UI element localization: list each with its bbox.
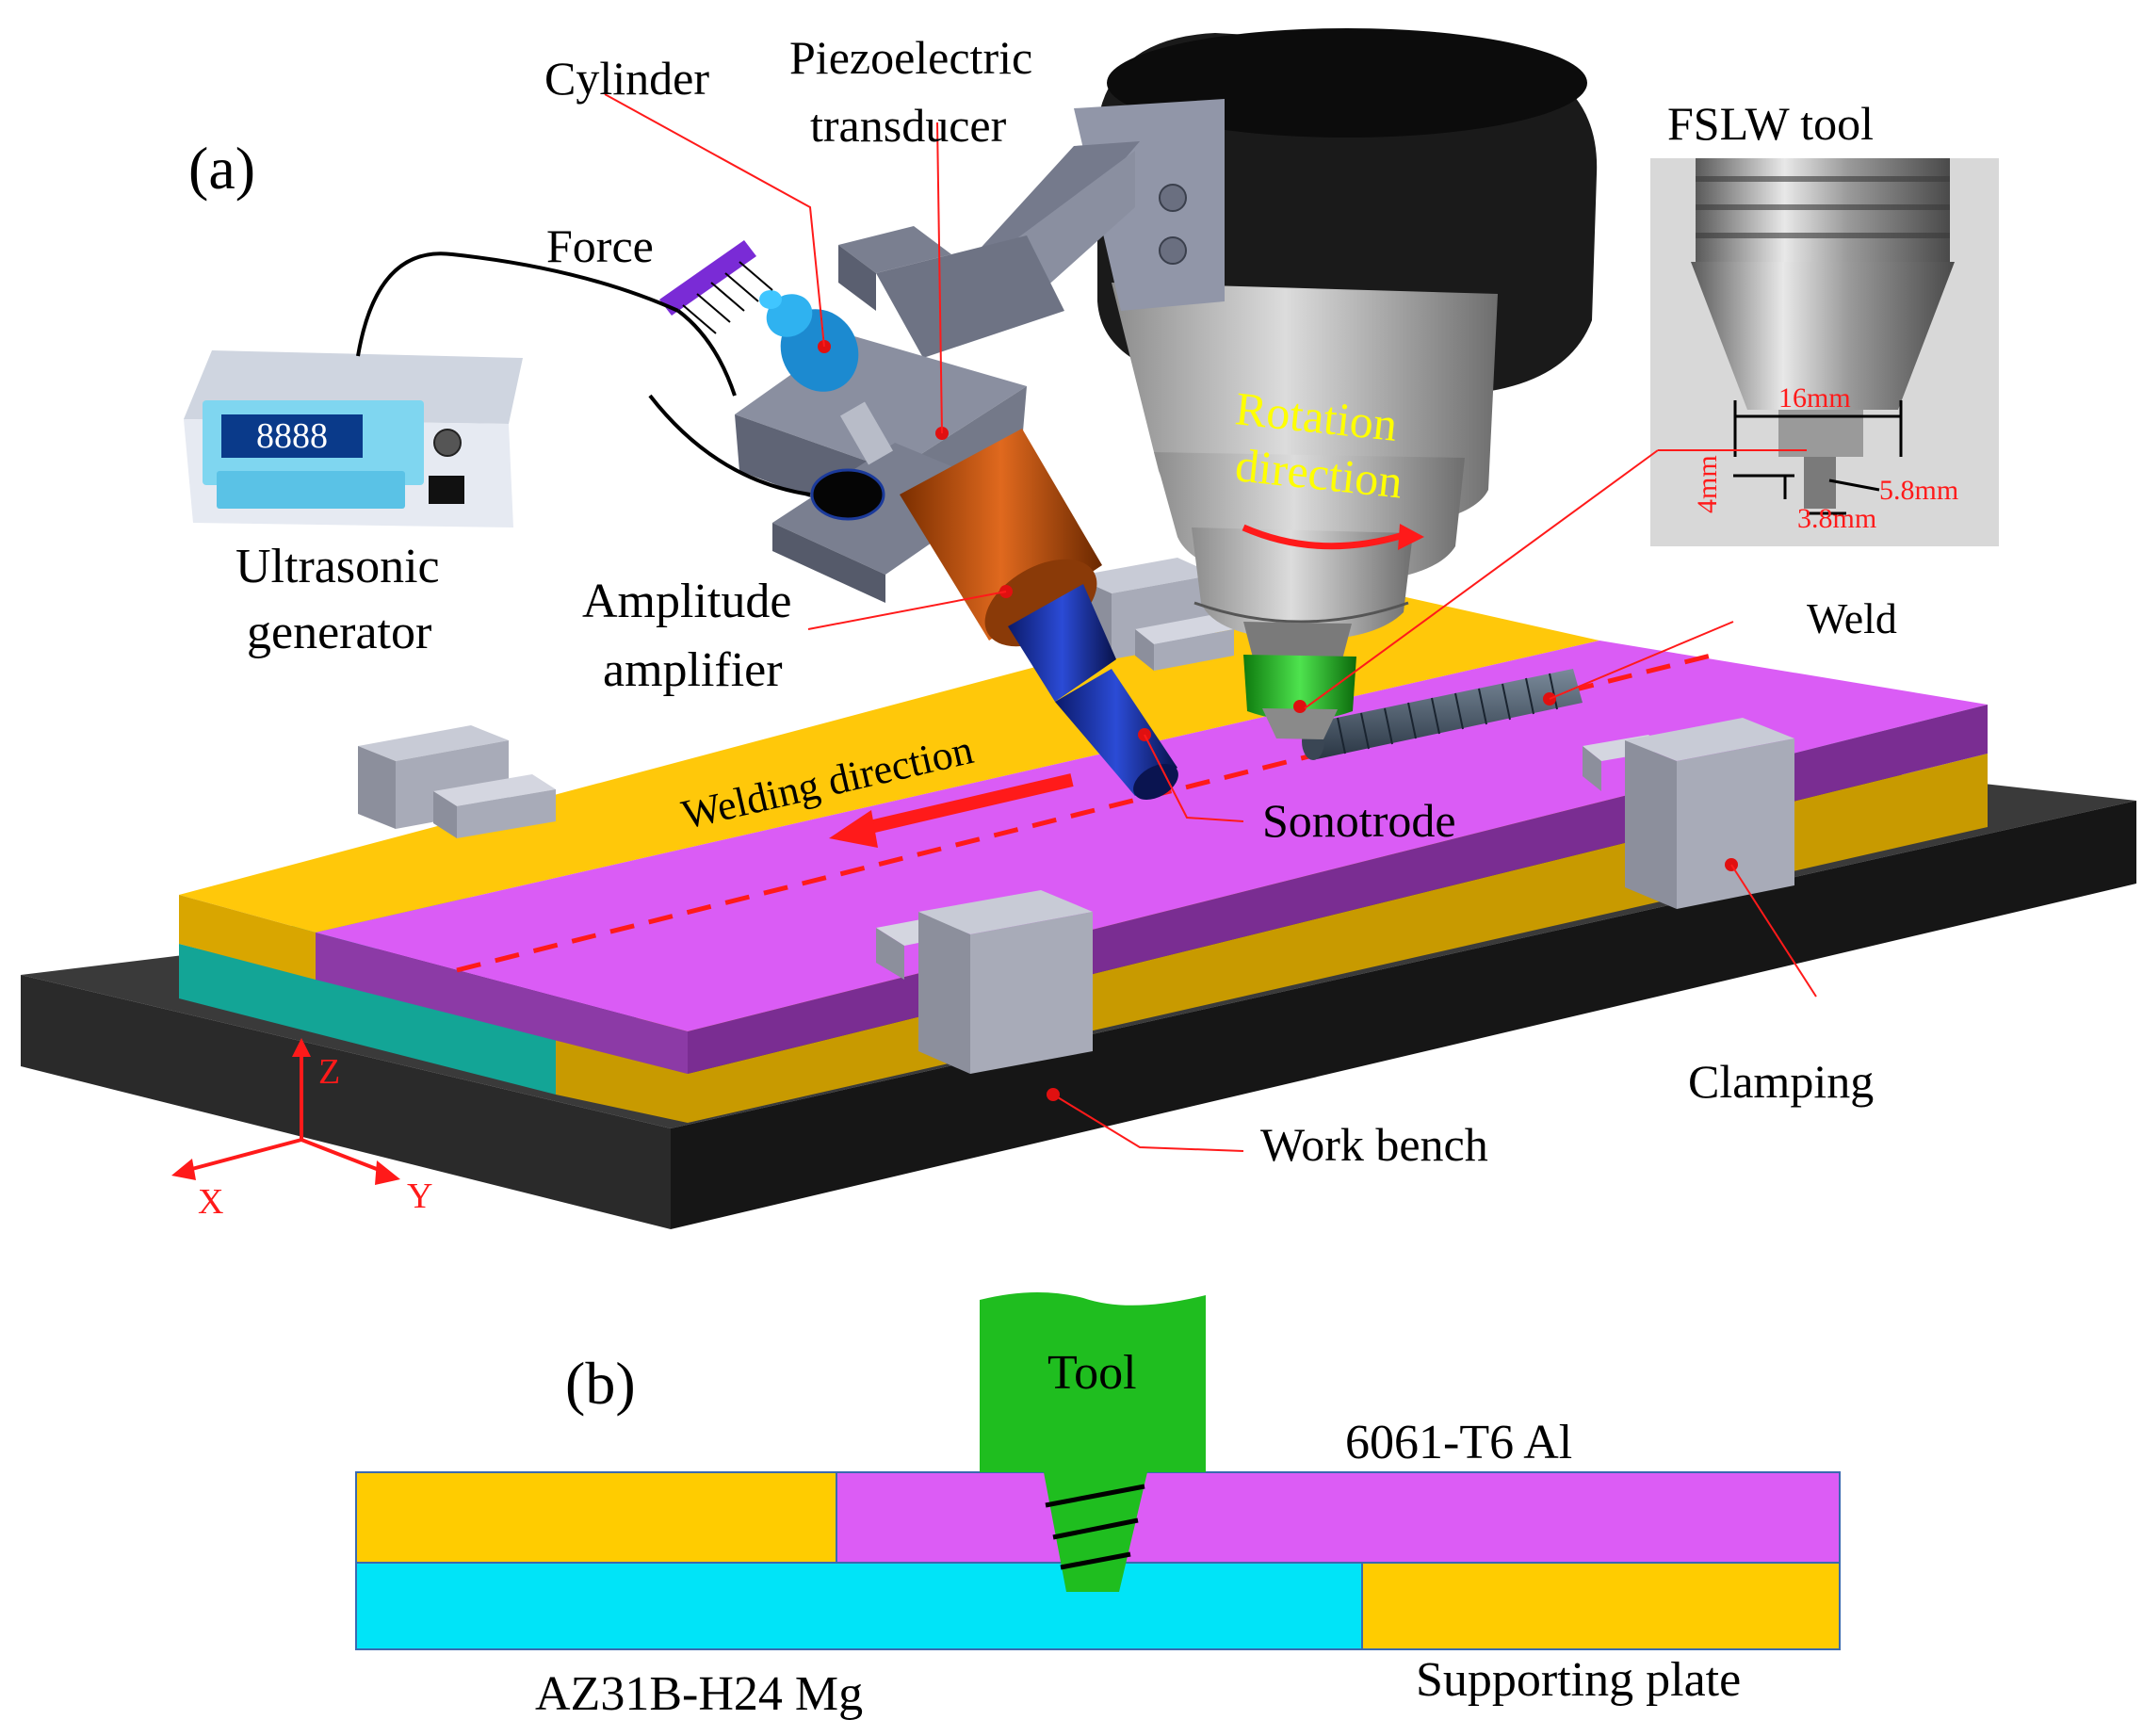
axis-x-label: X bbox=[198, 1182, 223, 1222]
label-weld: Weld bbox=[1807, 594, 1897, 642]
cross-section-tool bbox=[980, 1291, 1206, 1472]
generator-knob[interactable] bbox=[433, 429, 462, 457]
cable-to-transducer bbox=[648, 394, 811, 496]
label-tool: Tool bbox=[1047, 1346, 1137, 1400]
label-clamping: Clamping bbox=[1688, 1055, 1874, 1108]
label-amplitude: Amplitude bbox=[582, 575, 791, 628]
force-indicator bbox=[659, 240, 773, 334]
cable bbox=[356, 251, 737, 397]
welding-direction-arrow bbox=[829, 773, 1074, 848]
fslw-dim-5-8mm: 5.8mm bbox=[1879, 475, 1958, 506]
label-piezoelectric: Piezoelectric bbox=[789, 31, 1032, 84]
callout-lines bbox=[604, 93, 1817, 1152]
cross-section-yellow-top bbox=[355, 1471, 837, 1564]
label-mg-plate: AZ31B-H24 Mg bbox=[535, 1667, 863, 1721]
label-ultrasonic: Ultrasonic bbox=[235, 540, 440, 593]
fslw-dimension-lines bbox=[1733, 400, 1903, 515]
top-plate-yellow bbox=[179, 584, 1599, 980]
fslw-dim-4mm: 4mm bbox=[1692, 455, 1723, 513]
label-transducer: transducer bbox=[810, 99, 1007, 152]
fslw-dim-3-8mm: 3.8mm bbox=[1797, 503, 1876, 534]
fslw-tool-title: FSLW tool bbox=[1667, 97, 1874, 150]
label-amplifier: amplifier bbox=[603, 643, 783, 697]
cross-section-supporting-plate bbox=[1361, 1562, 1841, 1650]
cylinder bbox=[759, 290, 859, 392]
cross-section-al-plate bbox=[836, 1471, 1841, 1564]
clamp-back-left bbox=[358, 725, 556, 838]
label-work-bench: Work bench bbox=[1260, 1118, 1488, 1171]
ultrasonic-generator: 8888 bbox=[184, 350, 523, 527]
fslw-tool-photo bbox=[1650, 158, 1999, 546]
label-force: Force bbox=[546, 219, 654, 272]
axis-z-label: Z bbox=[318, 1052, 340, 1092]
panel-b-label: (b) bbox=[565, 1350, 636, 1417]
coordinate-axes bbox=[171, 1038, 400, 1185]
cross-section-mg-plate bbox=[355, 1562, 1363, 1650]
label-al-plate: 6061-T6 Al bbox=[1345, 1416, 1572, 1469]
label-sonotrode: Sonotrode bbox=[1262, 794, 1456, 847]
panel-b-cross-section bbox=[355, 1291, 1841, 1650]
generator-power-switch[interactable] bbox=[429, 476, 464, 504]
label-supporting-plate: Supporting plate bbox=[1416, 1653, 1741, 1707]
clamp-front-middle bbox=[876, 890, 1093, 1074]
generator-display: 8888 bbox=[256, 416, 328, 456]
callout-tool-to-head bbox=[1304, 449, 1659, 709]
fslw-dim-16mm: 16mm bbox=[1778, 382, 1851, 414]
clamp-right bbox=[1583, 718, 1794, 909]
label-generator: generator bbox=[247, 606, 431, 659]
work-bench-marker bbox=[1047, 1088, 1060, 1101]
axis-y-label: Y bbox=[407, 1176, 432, 1216]
label-cylinder: Cylinder bbox=[544, 52, 709, 105]
panel-a-label: (a) bbox=[188, 135, 255, 202]
